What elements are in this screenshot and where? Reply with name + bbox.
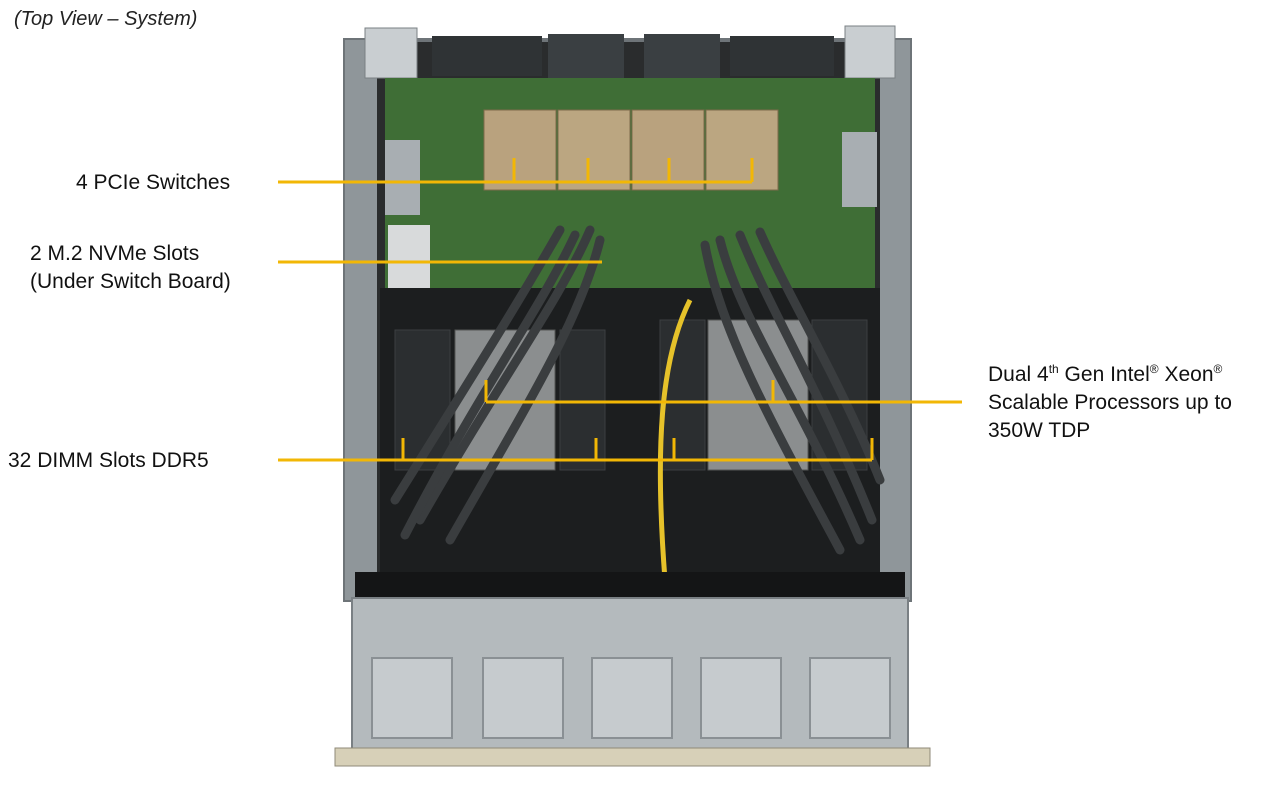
- rear-connector-block-3: [644, 34, 720, 78]
- callout-m2-nvme-line1: 2 M.2 NVMe Slots: [30, 242, 200, 265]
- rear-connector-block-1: [432, 36, 542, 76]
- callout-pcie-switches-label: 4 PCIe Switches: [76, 171, 231, 194]
- chassis-left-rail: [345, 40, 377, 600]
- rear-connector-block-4: [730, 36, 834, 76]
- left-ear: [364, 27, 418, 79]
- yellow-cable: [657, 298, 693, 581]
- callout-m2-nvme: 2 M.2 NVMe Slots (Under Switch Board): [30, 240, 231, 296]
- front-bezel: [334, 747, 931, 767]
- callout-processors: Dual 4th Gen Intel® Xeon® Scalable Proce…: [988, 361, 1232, 445]
- callout-processors-line3: 350W TDP: [988, 419, 1091, 442]
- callout-pcie-switches: 4 PCIe Switches: [76, 169, 230, 197]
- view-title: (Top View – System): [14, 8, 198, 30]
- callout-dimm-label: 32 DIMM Slots DDR5: [8, 449, 209, 472]
- cable-bundle-right: [700, 227, 885, 555]
- pcie-switch-heatsink-4: [705, 109, 779, 191]
- pcie-switch-heatsink-1: [483, 109, 557, 191]
- leader-lines: [278, 158, 962, 462]
- right-ear: [844, 25, 896, 79]
- rear-connector-block-2: [548, 34, 624, 78]
- callout-dimm: 32 DIMM Slots DDR5: [8, 447, 209, 475]
- callout-processors-line1: Dual 4th Gen Intel® Xeon®: [988, 362, 1223, 386]
- left-io-module: [385, 140, 420, 215]
- callout-m2-nvme-line2: (Under Switch Board): [30, 270, 231, 293]
- right-io-module: [842, 132, 877, 207]
- drive-bays: [371, 657, 891, 739]
- chassis-right-rail: [880, 40, 910, 600]
- pcie-switch-heatsink-2: [557, 109, 631, 191]
- callout-processors-line2: Scalable Processors up to: [988, 391, 1232, 414]
- cable-bundle-left: [390, 225, 605, 545]
